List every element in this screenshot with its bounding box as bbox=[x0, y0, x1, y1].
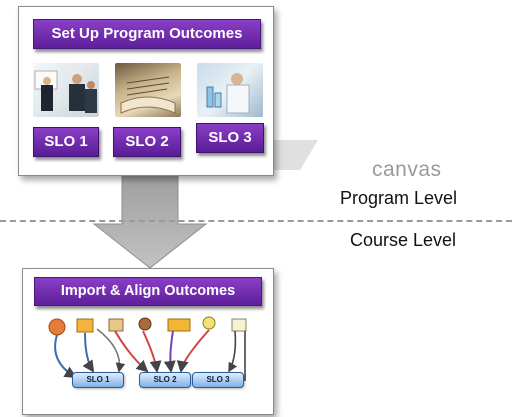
course-outcomes-title: Import & Align Outcomes bbox=[34, 277, 262, 306]
business-meeting-photo bbox=[33, 63, 99, 117]
course-level-label: Course Level bbox=[350, 230, 457, 250]
slo-1-button[interactable]: SLO 1 bbox=[33, 127, 99, 157]
paper-icon bbox=[231, 318, 247, 332]
canvas-logo-text: canvas bbox=[372, 158, 442, 181]
slo-2-button[interactable]: SLO 2 bbox=[113, 127, 181, 157]
note-icon bbox=[76, 318, 94, 333]
course-outcomes-panel: Import & Align Outcomes SLO 1 SLO 2 SLO … bbox=[22, 268, 274, 415]
course-slo-3[interactable]: SLO 3 bbox=[192, 372, 244, 388]
sticky-note-icon bbox=[167, 318, 191, 332]
level-divider bbox=[0, 220, 512, 222]
program-outcomes-title: Set Up Program Outcomes bbox=[33, 19, 261, 49]
pencil-icon bbox=[108, 318, 124, 332]
alignment-flow-diagram bbox=[48, 316, 247, 381]
program-level-label: Program Level bbox=[340, 188, 458, 208]
slo-3-button[interactable]: SLO 3 bbox=[196, 123, 264, 153]
lightbulb-icon bbox=[202, 316, 216, 330]
program-outcomes-panel: Set Up Program Outcomes SLO 1 SLO 2 SLO bbox=[18, 6, 274, 176]
open-book-photo bbox=[115, 63, 181, 117]
course-slo-1[interactable]: SLO 1 bbox=[72, 372, 124, 388]
lab-scientist-photo bbox=[197, 63, 263, 117]
course-slo-2[interactable]: SLO 2 bbox=[139, 372, 191, 388]
hand-icon bbox=[138, 317, 152, 331]
badge-icon bbox=[48, 318, 66, 336]
